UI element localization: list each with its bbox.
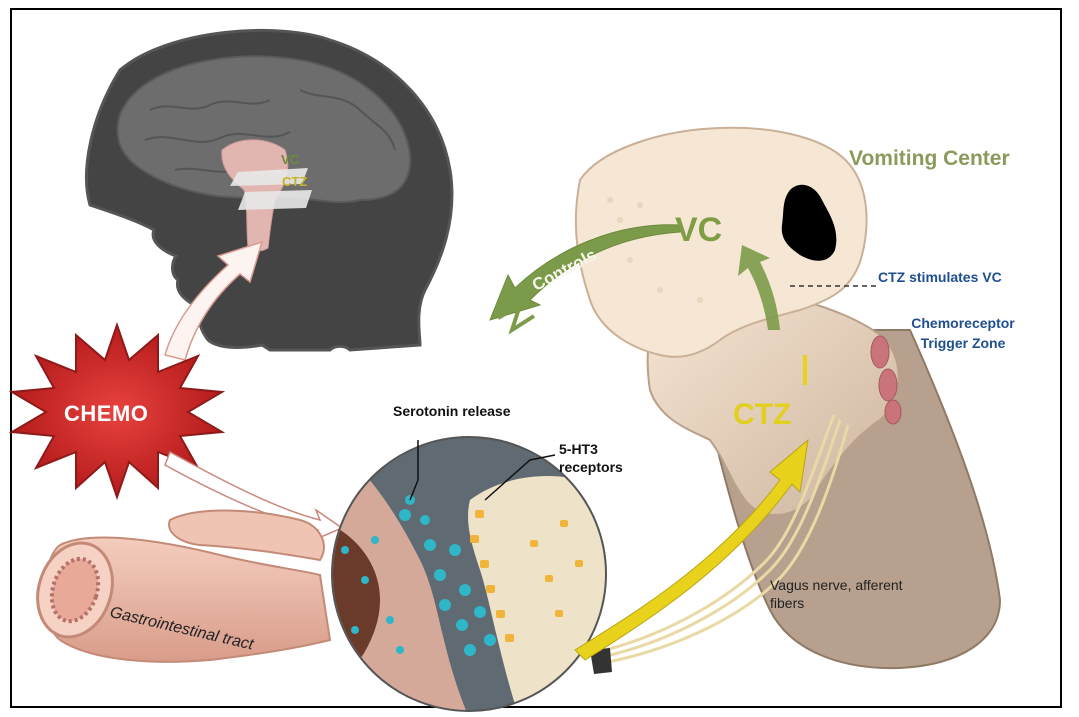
ctz-label: CTZ (733, 398, 791, 432)
chemoreceptor-trigger-zone-label: Chemoreceptor Trigger Zone (902, 313, 1024, 353)
serotonin-release-label: Serotonin release (393, 403, 511, 419)
chemo-label: CHEMO (64, 401, 148, 427)
ht3-receptors-label: 5-HT3 receptors (559, 440, 629, 476)
head-vc-label: VC (281, 152, 299, 167)
head-ctz-label: CTZ (282, 174, 307, 189)
vagus-nerve-label: Vagus nerve, afferent fibers (770, 576, 910, 612)
ctz-stimulates-vc-label: CTZ stimulates VC (878, 269, 1002, 285)
vc-label: VC (675, 211, 722, 250)
vomiting-center-label: Vomiting Center (849, 146, 965, 171)
